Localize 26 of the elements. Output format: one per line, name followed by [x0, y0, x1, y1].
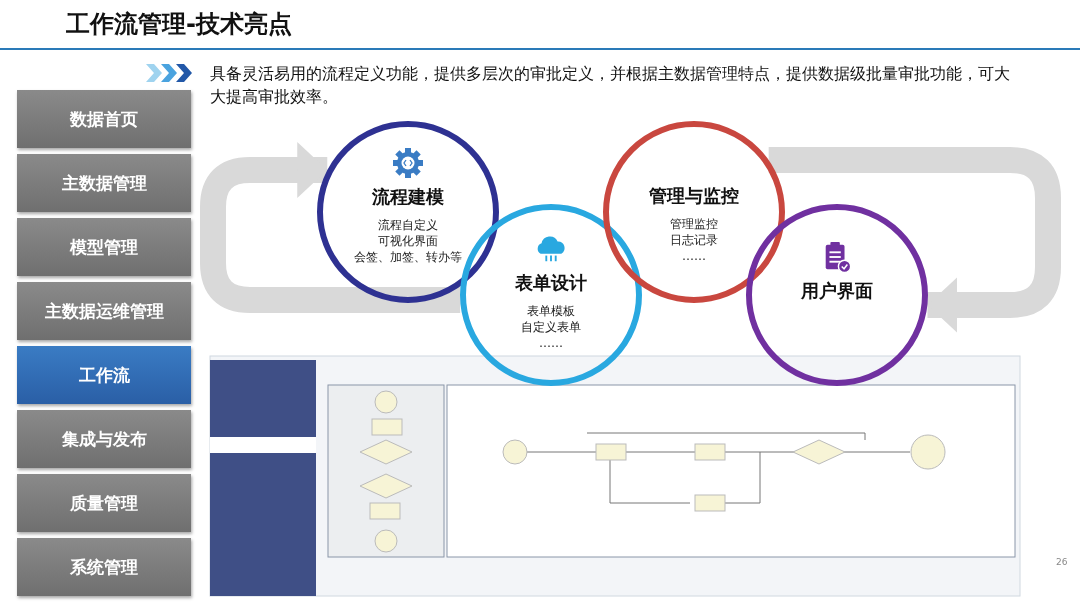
menu-item: 主数据管理 [17, 154, 191, 212]
node-text: 日志记录 [670, 232, 718, 248]
menu-item: 主数据运维管理 [17, 282, 191, 340]
page-number: 26 [1056, 556, 1069, 568]
node-heading: 流程建模 [372, 185, 444, 209]
node-text: 表单模板 [527, 303, 575, 319]
node-heading: 表单设计 [515, 271, 587, 295]
menu-item: 模型管理 [17, 218, 191, 276]
node-text: 管理监控 [670, 216, 718, 232]
node-heading: 管理与监控 [649, 184, 739, 208]
node-text: 流程自定义 [378, 217, 438, 233]
node-text: 会签、加签、转办等 [354, 249, 462, 265]
loop-arrow [768, 147, 1061, 333]
loop-arrow [200, 142, 461, 313]
menu-item: 数据首页 [17, 90, 191, 148]
node-text: …… [539, 335, 563, 351]
description-text: 具备灵活易用的流程定义功能，提供多层次的审批定义，并根据主数据管理特点，提供数据级批量审批功能，可大大提高审批效率。 [210, 63, 1010, 108]
node-text: 自定义表单 [521, 319, 581, 335]
node-heading: 用户界面 [801, 279, 873, 303]
menu-item: 系统管理 [17, 538, 191, 596]
menu-item: 质量管理 [17, 474, 191, 532]
active-menu-item: 工作流 [17, 346, 191, 404]
node-text: 可视化界面 [378, 233, 438, 249]
menu-item: 集成与发布 [17, 410, 191, 468]
node-text: …… [682, 248, 706, 264]
title: 工作流管理-技术亮点 [66, 9, 292, 40]
